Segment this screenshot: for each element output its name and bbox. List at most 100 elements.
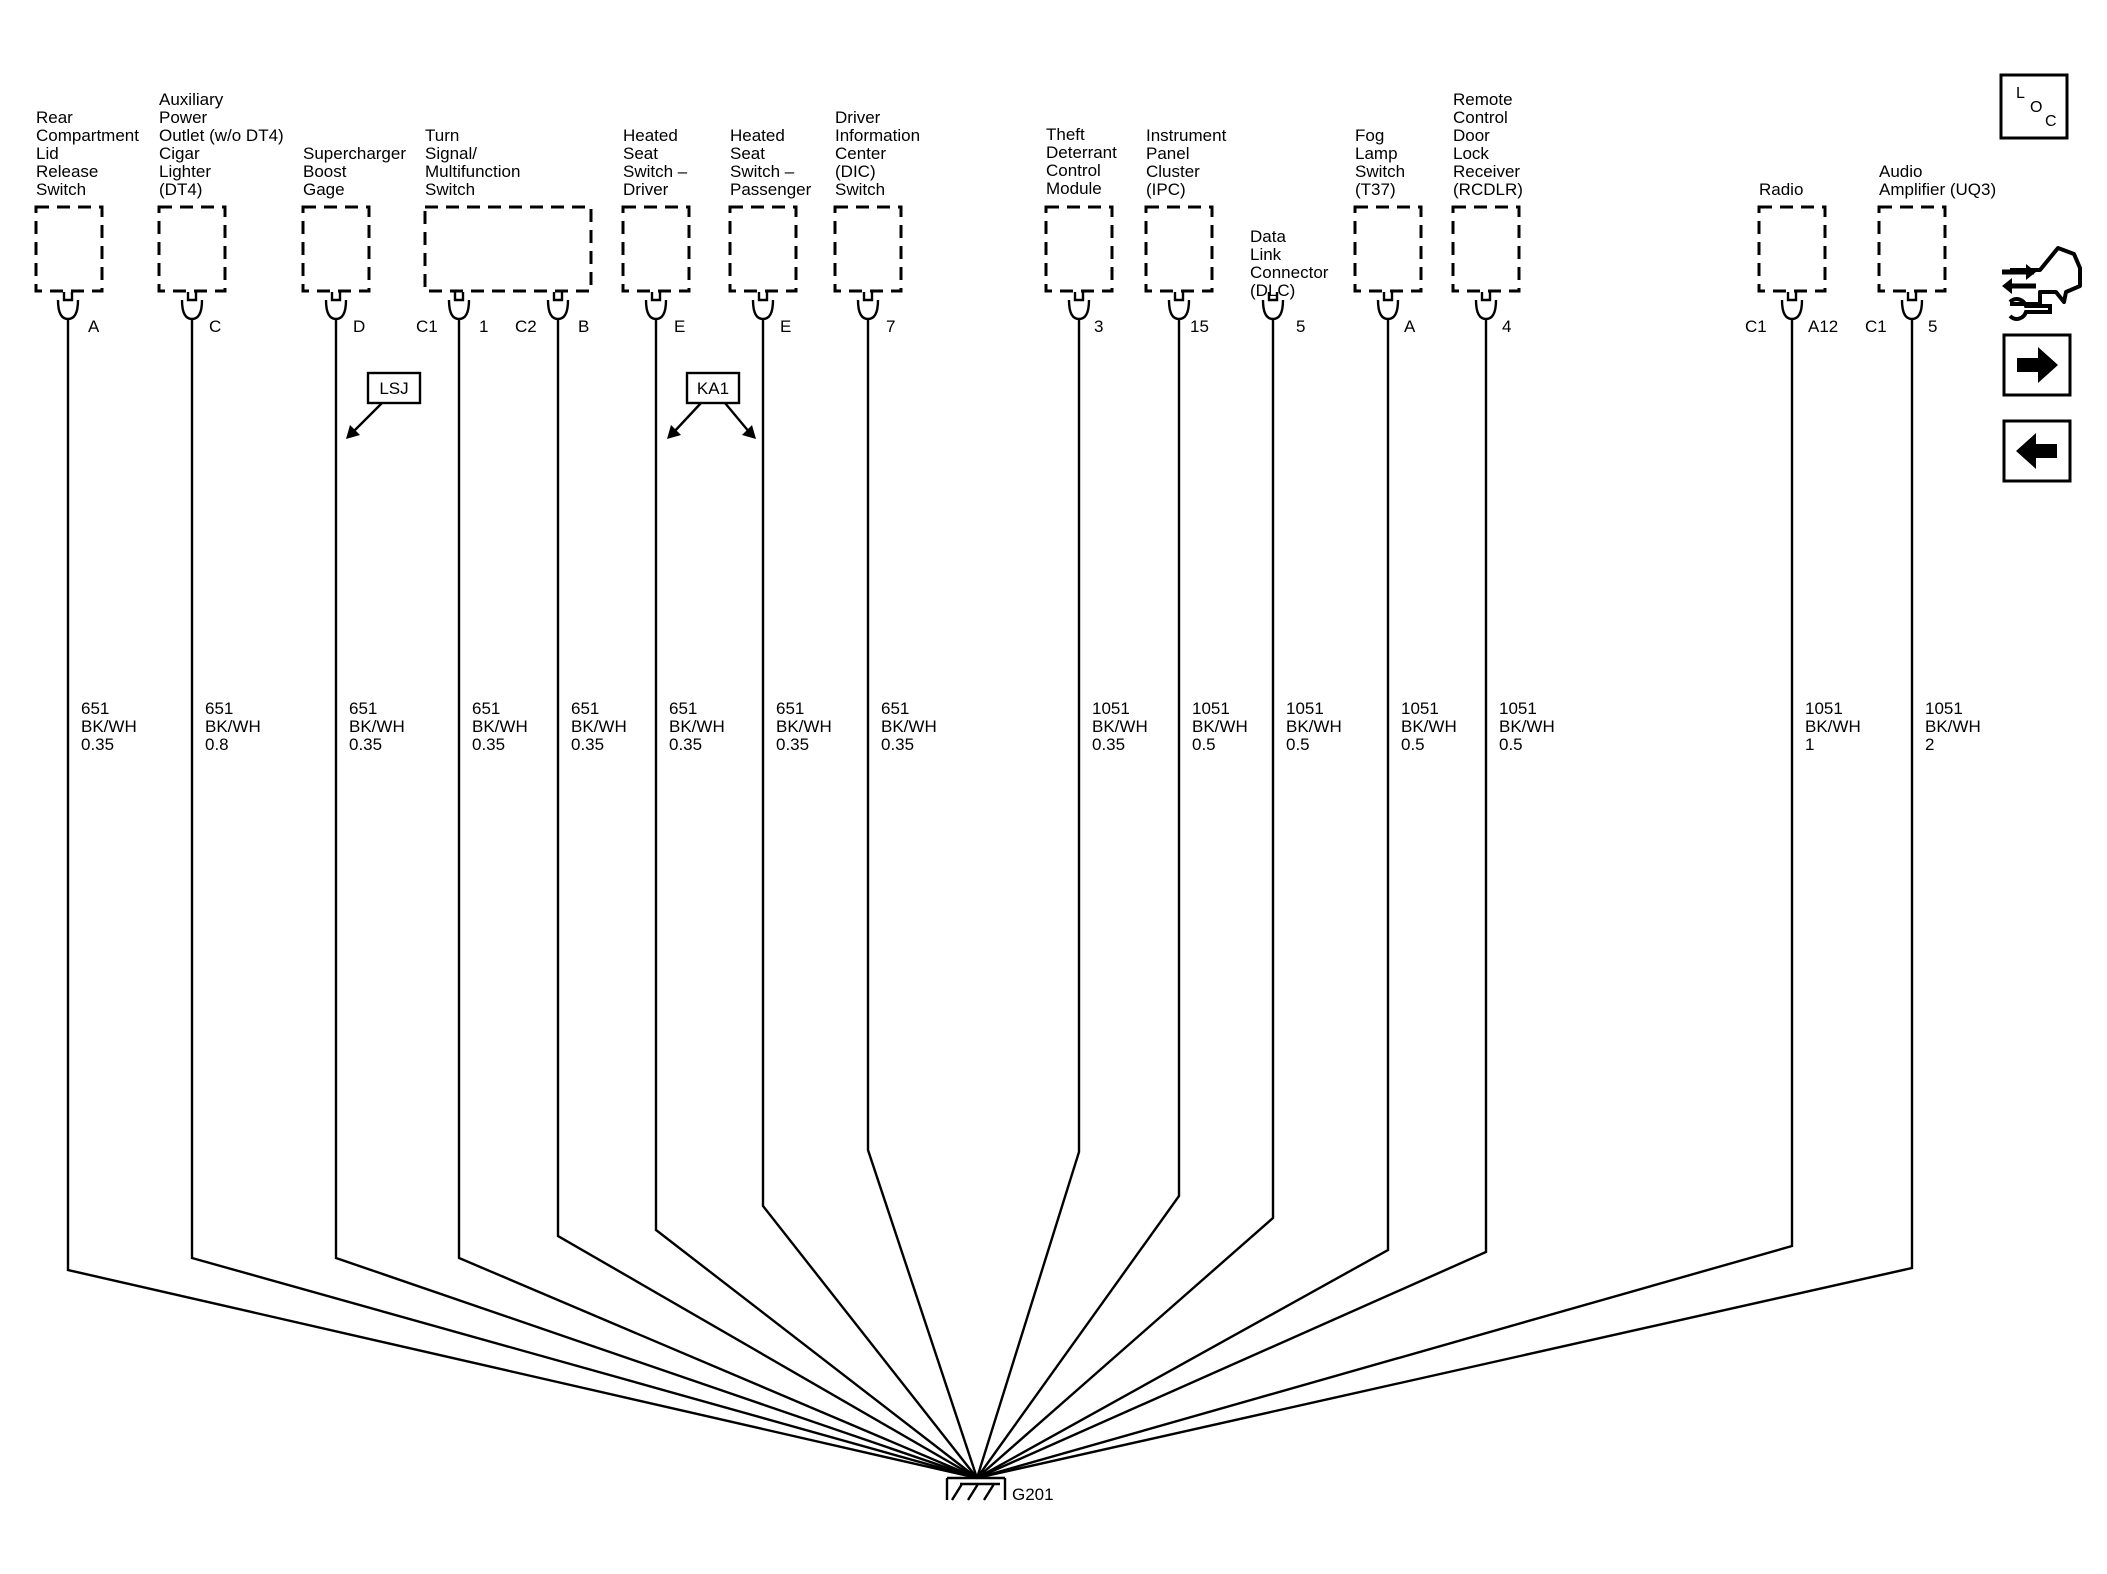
component-box-turn-signal-multifunction-switch	[423, 205, 593, 293]
component-label: Heated Seat Switch – Passenger	[730, 126, 812, 199]
terminal-7	[751, 292, 775, 321]
pin-label: 1	[479, 317, 488, 336]
component-box-audio-amplifier	[1877, 205, 1947, 293]
ground-hatch	[966, 1483, 980, 1501]
arrow-right-icon[interactable]	[2002, 333, 2072, 397]
option-label: KA1	[697, 379, 729, 398]
wire-8	[866, 319, 979, 1479]
option-label: LSJ	[379, 379, 408, 398]
component-box-rcdlr	[1451, 205, 1521, 293]
arrow-line	[672, 402, 702, 434]
option-box	[685, 371, 741, 405]
component-box-fog-lamp-switch	[1353, 205, 1423, 293]
option-callout-lsj: LSJ	[346, 371, 422, 439]
terminal-8	[856, 292, 880, 321]
pin-label: 5	[1296, 317, 1305, 336]
terminal-1	[56, 292, 80, 321]
wire-1	[66, 319, 978, 1480]
component-box-heated-seat-switch-driver	[621, 205, 691, 293]
component-box-auxiliary-power-outlet	[157, 205, 227, 293]
terminal-12	[1376, 292, 1400, 321]
component-label: Remote Control Door Lock Receiver (RCDLR…	[1453, 90, 1525, 199]
option-callout-ka1: KA1	[667, 371, 756, 439]
pin-label: D	[353, 317, 365, 336]
wire-9	[975, 319, 1081, 1479]
terminals	[56, 292, 1924, 321]
loc-icon[interactable]: L O C	[1999, 73, 2069, 140]
pin-label: E	[674, 317, 685, 336]
terminal-2	[180, 292, 204, 321]
component-label: Driver Information Center (DIC) Switch	[835, 108, 925, 199]
terminal-13	[1474, 292, 1498, 321]
terminal-14	[1780, 292, 1804, 321]
arrow-line	[351, 402, 383, 434]
arrow-head	[667, 425, 681, 439]
terminal-10	[1167, 292, 1191, 321]
wire-4	[457, 319, 978, 1480]
component-label: Audio Amplifier (UQ3)	[1879, 162, 1996, 199]
component-labels: Rear Compartment Lid Release Switch Auxi…	[36, 90, 1996, 300]
arrow-head	[346, 425, 360, 439]
wire-14	[976, 319, 1794, 1480]
wire-15	[976, 319, 1914, 1480]
component-label: Heated Seat Switch – Driver	[623, 126, 692, 199]
components	[34, 205, 1947, 293]
component-label: Radio	[1759, 180, 1803, 199]
option-box	[366, 371, 422, 405]
pin-label: 3	[1094, 317, 1103, 336]
wires	[66, 319, 1914, 1480]
pin-labels: A C D C1 1 C2 B E E 7 3 15 5 A 4 C1 A12 …	[88, 317, 1937, 336]
component-label: Supercharger Boost Gage	[303, 144, 411, 199]
ground-g201: G201	[945, 1476, 1054, 1504]
pin-label: C1	[416, 317, 438, 336]
component-label: Theft Deterrant Control Module	[1046, 125, 1122, 198]
pin-label: E	[780, 317, 791, 336]
arrow-left-icon[interactable]	[2002, 419, 2072, 483]
component-box-supercharger-boost-gage	[301, 205, 371, 293]
arrow-line	[724, 402, 751, 434]
pin-label: 7	[886, 317, 895, 336]
pin-label: C1	[1865, 317, 1887, 336]
component-box-radio	[1757, 205, 1827, 293]
ground-hatch	[982, 1483, 996, 1501]
pin-label: B	[578, 317, 589, 336]
pin-label: 5	[1928, 317, 1937, 336]
terminal-5	[546, 292, 570, 321]
component-box-instrument-panel-cluster	[1144, 205, 1214, 293]
wire-2	[190, 319, 978, 1480]
wire-6	[654, 319, 978, 1479]
component-locator-icon[interactable]	[2002, 246, 2082, 321]
terminal-9	[1067, 292, 1091, 321]
loc-letter: C	[2045, 113, 2057, 130]
component-label: Auxiliary Power Outlet (w/o DT4) Cigar L…	[159, 90, 288, 199]
terminal-4	[447, 292, 471, 321]
pin-label: C1	[1745, 317, 1767, 336]
component-label: Data Link Connector (DLC)	[1250, 227, 1333, 300]
pin-label: C	[209, 317, 221, 336]
wire-5	[556, 319, 978, 1480]
component-box-heated-seat-switch-passenger	[728, 205, 798, 293]
wire-13	[976, 319, 1488, 1480]
component-box-rear-compartment-lid-release-switch	[34, 205, 104, 293]
component-box-dic-switch	[833, 205, 903, 293]
wire-3	[334, 319, 978, 1480]
wire-10	[976, 319, 1181, 1479]
arrow-head	[742, 425, 756, 439]
pin-label: A	[88, 317, 100, 336]
loc-letter: O	[2030, 99, 2042, 116]
